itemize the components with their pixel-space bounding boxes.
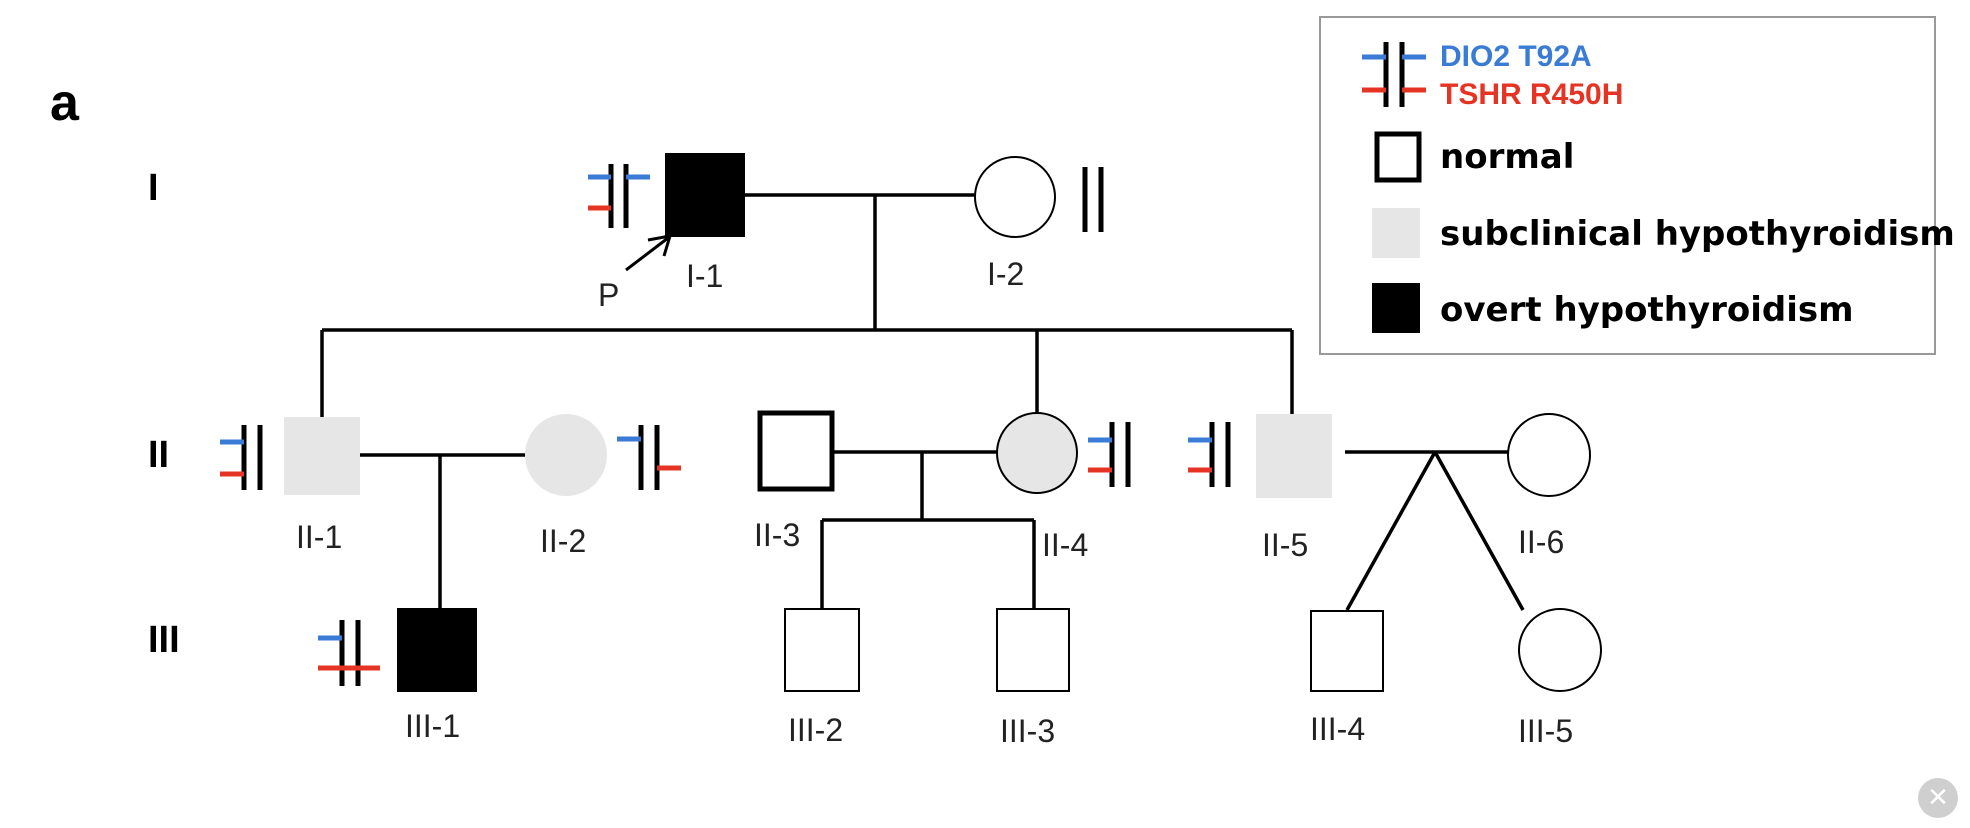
- individual-ii-3: [757, 410, 835, 492]
- label-ii-2: II-2: [540, 523, 586, 559]
- label-iii-3: III-3: [1000, 713, 1055, 749]
- label-iii-1: III-1: [405, 708, 460, 744]
- generation-label-i: I: [148, 167, 159, 209]
- legend-subclinical-swatch: [1372, 208, 1420, 258]
- legend-overt-label: overt hypothyroidism: [1440, 290, 1854, 330]
- legend-normal-label: normal: [1440, 137, 1574, 177]
- proband-label: P: [598, 277, 619, 313]
- individual-iii-5: [1518, 608, 1602, 692]
- label-ii-5: II-5: [1262, 527, 1308, 563]
- label-ii-1: II-1: [296, 519, 342, 555]
- individual-iii-1: [397, 608, 477, 692]
- individual-i-2: [974, 156, 1056, 238]
- label-ii-4: II-4: [1042, 527, 1088, 563]
- legend-dio2-label: DIO2 T92A: [1440, 40, 1592, 73]
- label-iii-5: III-5: [1518, 713, 1573, 749]
- generation-label-iii: III: [148, 619, 180, 661]
- label-ii-3: II-3: [754, 517, 800, 553]
- legend-box: [1319, 16, 1936, 355]
- proband-arrow-icon: [625, 234, 673, 272]
- label-ii-6: II-6: [1518, 524, 1564, 560]
- individual-ii-6: [1507, 413, 1591, 497]
- legend-subclinical-label: subclinical hypothyroidism: [1440, 214, 1955, 254]
- genotype-mark-i-2: [1082, 167, 1104, 232]
- generation-label-ii: II: [148, 434, 169, 476]
- individual-ii-2: [525, 414, 607, 496]
- pedigree-lines: [320, 193, 1525, 611]
- genotype-mark-ii-4: [1088, 422, 1131, 487]
- genotype-mark-ii-5: [1188, 422, 1231, 487]
- legend-overt-swatch: [1372, 283, 1420, 333]
- individual-ii-5: [1256, 414, 1332, 498]
- individual-i-1: [665, 153, 745, 237]
- individual-iii-2: [784, 608, 860, 692]
- legend-tshr-label: TSHR R450H: [1440, 78, 1623, 111]
- legend-normal-swatch: [1374, 131, 1422, 183]
- individual-iii-3: [996, 608, 1070, 692]
- legend: DIO2 T92A TSHR R450H normal subclinical …: [1319, 16, 1955, 355]
- label-iii-2: III-2: [788, 712, 843, 748]
- label-iii-4: III-4: [1310, 711, 1365, 747]
- label-i-1: I-1: [686, 258, 723, 294]
- genotype-mark-ii-1: [220, 425, 263, 490]
- individual-ii-4: [996, 412, 1078, 494]
- individual-iii-4: [1310, 610, 1384, 692]
- panel-label: a: [50, 74, 80, 132]
- close-icon[interactable]: ✕: [1918, 778, 1958, 818]
- label-i-2: I-2: [987, 256, 1024, 292]
- genotype-mark-i-1: [588, 164, 650, 228]
- individual-ii-1: [284, 417, 360, 495]
- legend-genotype-icon: [1362, 42, 1426, 107]
- genotype-mark-ii-2: [617, 425, 681, 490]
- genotype-mark-iii-1: [318, 620, 380, 686]
